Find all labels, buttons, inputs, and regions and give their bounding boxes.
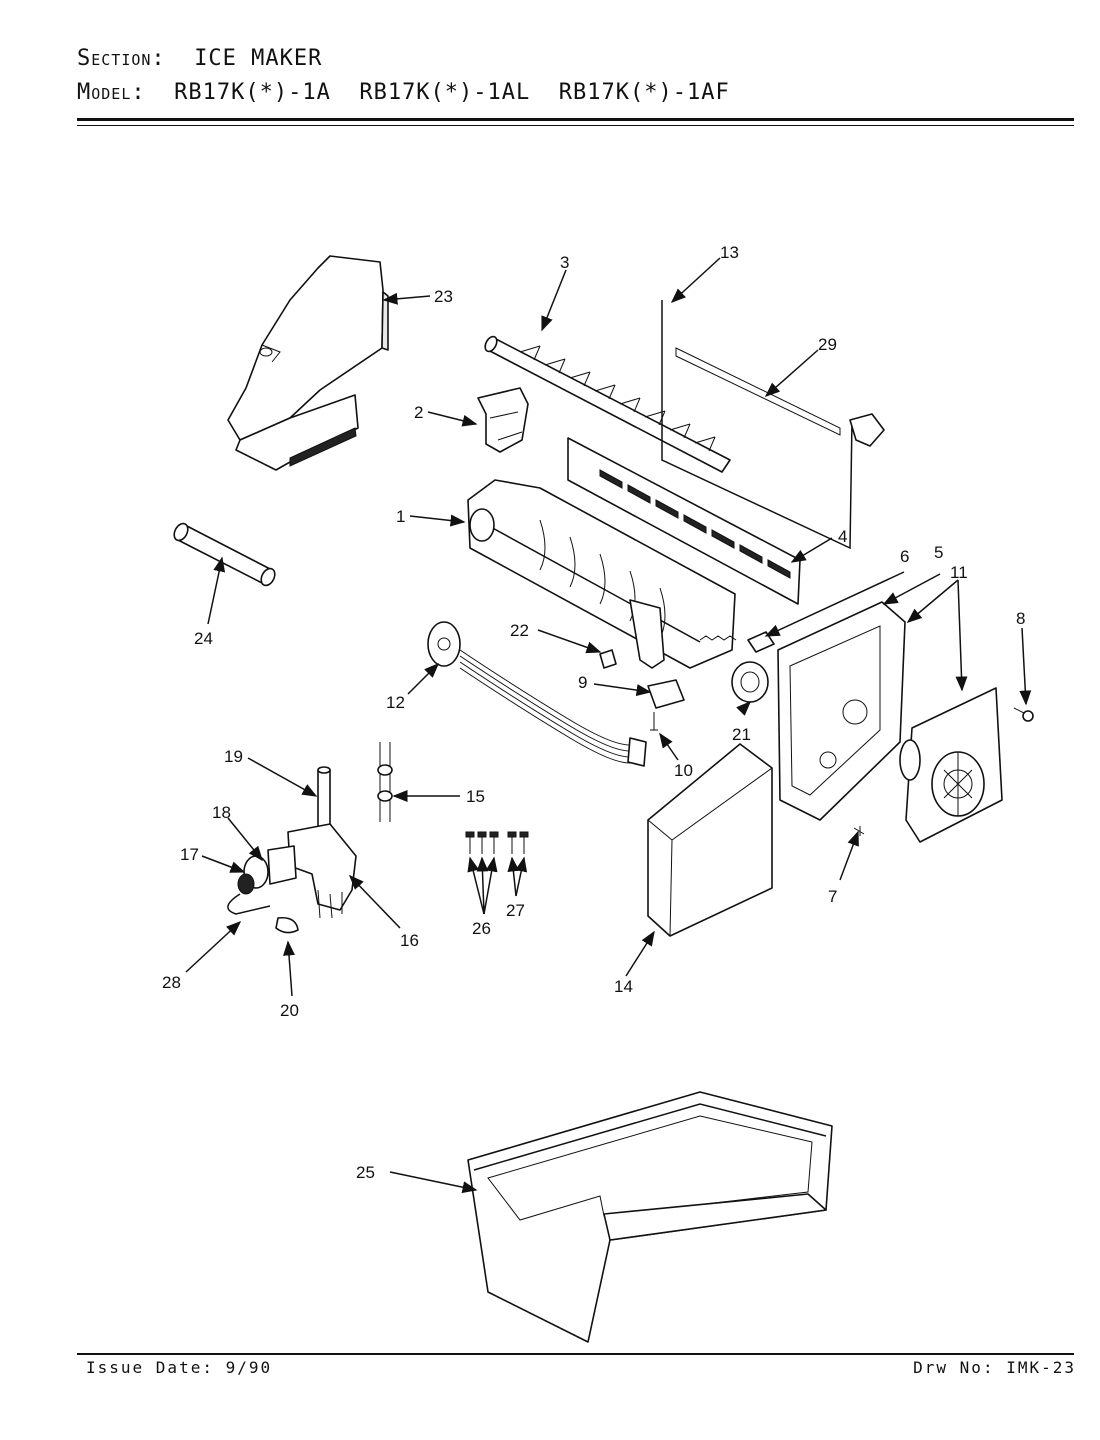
part-screw-10 xyxy=(650,712,658,731)
part-module xyxy=(899,687,1003,843)
header-rule-thin xyxy=(77,125,1074,126)
issue-date: Issue Date: 9/90 xyxy=(86,1358,273,1377)
callout-11: 11 xyxy=(950,563,968,582)
callout-labels: 1 2 3 4 5 6 7 8 9 10 11 12 13 14 15 16 1… xyxy=(162,243,1025,1182)
callout-21: 21 xyxy=(732,725,751,744)
callout-7: 7 xyxy=(828,887,837,906)
callout-29: 29 xyxy=(818,335,837,354)
callout-24: 24 xyxy=(194,629,213,648)
part-water-valve xyxy=(227,823,357,934)
part-bracket xyxy=(477,387,529,453)
callout-27: 27 xyxy=(506,901,525,920)
part-screw-7 xyxy=(853,826,865,836)
callout-15: 15 xyxy=(466,787,485,806)
part-shroud xyxy=(227,255,389,471)
callout-14: 14 xyxy=(614,977,633,996)
callout-1: 1 xyxy=(396,507,405,526)
section-value: ICE MAKER xyxy=(194,46,323,71)
model-1: RB17K(*)-1A xyxy=(174,80,331,105)
footer-rule xyxy=(77,1353,1074,1355)
callout-17: 17 xyxy=(180,845,199,864)
part-wiring-harness xyxy=(427,621,647,767)
callout-16: 16 xyxy=(400,931,419,950)
callout-20: 20 xyxy=(280,1001,299,1020)
part-bracket-9 xyxy=(647,679,685,709)
callout-22: 22 xyxy=(510,621,529,640)
drawing-number: Drw No: IMK-23 xyxy=(913,1358,1076,1377)
callout-2: 2 xyxy=(414,403,423,422)
callout-9: 9 xyxy=(578,673,587,692)
callout-13: 13 xyxy=(720,243,739,262)
callout-3: 3 xyxy=(560,253,569,272)
model-label: Model: xyxy=(77,80,146,105)
part-fill-tube xyxy=(173,522,276,587)
part-spring-gear xyxy=(699,631,775,703)
callout-10: 10 xyxy=(674,761,693,780)
callout-5: 5 xyxy=(934,543,943,562)
part-shutoff-arm xyxy=(661,300,885,550)
callout-25: 25 xyxy=(356,1163,375,1182)
callout-28: 28 xyxy=(162,973,181,992)
section-heading: Section: ICE MAKER xyxy=(77,46,322,71)
model-2: RB17K(*)-1AL xyxy=(359,80,531,105)
part-screws xyxy=(465,831,529,854)
callout-12: 12 xyxy=(386,693,405,712)
callout-19: 19 xyxy=(224,747,243,766)
callout-4: 4 xyxy=(838,527,847,546)
section-label: Section: xyxy=(77,46,166,71)
part-mold xyxy=(467,479,736,669)
model-heading: Model: RB17K(*)-1A RB17K(*)-1AL RB17K(*)… xyxy=(77,80,730,105)
part-tubing xyxy=(317,742,393,831)
leader-lines xyxy=(185,257,1032,1194)
part-housing xyxy=(777,601,906,821)
part-screw xyxy=(1013,707,1034,722)
callout-8: 8 xyxy=(1016,609,1025,628)
callout-18: 18 xyxy=(212,803,231,822)
header-rule-thick xyxy=(77,118,1074,121)
part-cover-box xyxy=(647,743,773,937)
callout-26: 26 xyxy=(472,919,491,938)
model-3: RB17K(*)-1AF xyxy=(558,80,730,105)
callout-6: 6 xyxy=(900,547,909,566)
part-stripper xyxy=(567,437,801,605)
part-ice-bin xyxy=(467,1091,833,1343)
part-clip xyxy=(599,649,617,669)
callout-23: 23 xyxy=(434,287,453,306)
